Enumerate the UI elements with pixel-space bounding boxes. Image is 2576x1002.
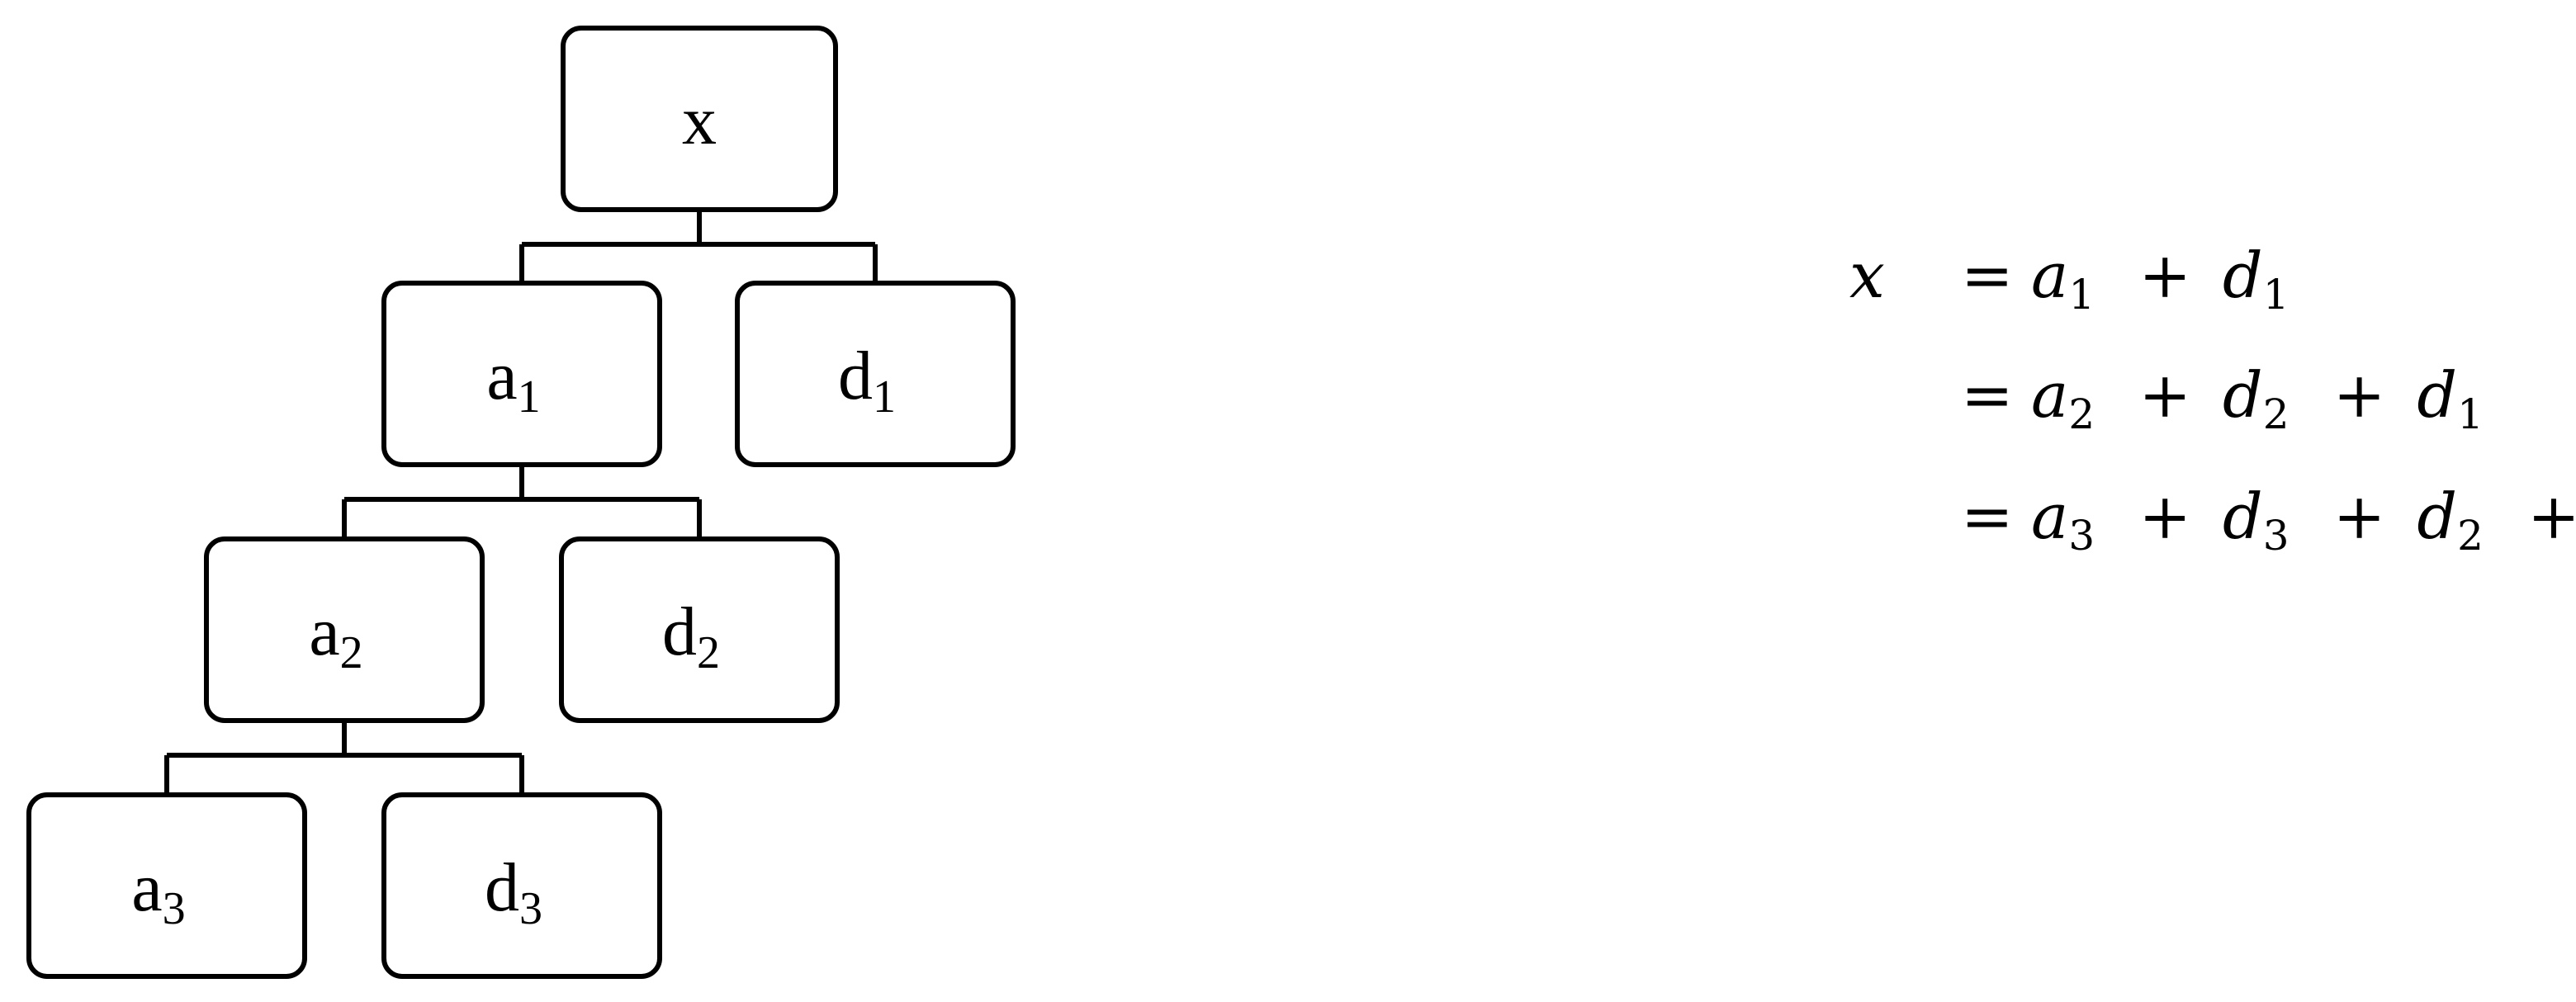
node-label-base: d — [485, 849, 519, 926]
equation-term-subscript: 2 — [2263, 390, 2290, 438]
tree-node-box — [381, 792, 662, 979]
tree-node-a1: a1 — [381, 281, 662, 467]
tree-node-label: d1 — [838, 338, 896, 423]
node-label-subscript: 3 — [519, 883, 542, 934]
tree-node-label: d3 — [485, 849, 542, 934]
tree-node-d1: d1 — [735, 281, 1016, 467]
node-label-subscript: 2 — [340, 627, 363, 678]
equation-term-subscript: 1 — [2457, 390, 2484, 438]
equation-term-base: d — [2223, 480, 2263, 553]
equation-term-subscript: 1 — [2068, 271, 2095, 319]
equation-line-1: a1 + d1 — [2031, 239, 2302, 319]
tree-node-box — [204, 536, 485, 723]
equation-term-base: a — [2031, 358, 2068, 432]
tree-edge-a2 — [164, 721, 524, 795]
node-label-base: a — [486, 338, 517, 414]
equation-plus-sign: + — [2302, 480, 2417, 553]
equation-equals-sign: = — [1961, 480, 2014, 553]
node-label-subscript: 1 — [873, 371, 896, 423]
equation-equals-sign: = — [1961, 239, 2014, 312]
tree-node-label: a1 — [486, 338, 540, 423]
tree-node-label: a2 — [309, 593, 362, 678]
tree-node-box — [381, 281, 662, 467]
equation-term-subscript: 2 — [2457, 512, 2484, 560]
tree-node-label: x — [682, 83, 717, 159]
equation-plus-sign: + — [2107, 239, 2223, 312]
equation-term-base: a — [2031, 239, 2068, 312]
equation-line-3: a3 + d3 + d2 + d1 — [2031, 480, 2576, 560]
equation-term-base: a — [2031, 480, 2068, 553]
equation-plus-sign: + — [2107, 358, 2223, 432]
node-label-base: x — [682, 83, 717, 159]
equation-baseline-reset — [2095, 483, 2107, 552]
equation-term-base: d — [2417, 480, 2457, 553]
equation-block: x=a1 + d1 =a2 + d2 + d1 =a3 + d3 + d2 + … — [1849, 239, 2576, 560]
node-label-base: a — [309, 593, 339, 670]
tree-node-a2: a2 — [204, 536, 485, 723]
equation-baseline-reset — [2095, 242, 2107, 311]
node-label-base: d — [838, 338, 873, 414]
tree-edge-a1 — [342, 465, 702, 539]
node-label-base: d — [662, 593, 697, 670]
tree-node-box — [561, 26, 838, 212]
tree-edges — [164, 210, 878, 795]
tree-node-x: x — [561, 26, 838, 212]
equation-term-base: d — [2223, 358, 2263, 432]
equation-term-subscript: 3 — [2068, 512, 2095, 560]
equation-equals-sign: = — [1961, 358, 2014, 432]
equation-line-2: a2 + d2 + d1 — [2031, 358, 2496, 438]
node-label-subscript: 1 — [518, 371, 541, 423]
equation-plus-sign: + — [2496, 480, 2576, 553]
equation-plus-sign: + — [2302, 358, 2417, 432]
equation-term-subscript: 3 — [2263, 512, 2290, 560]
equation-baseline-reset — [2290, 483, 2302, 552]
equation-term-subscript: 2 — [2068, 390, 2095, 438]
tree-node-d2: d2 — [559, 536, 840, 723]
equation-term-base: d — [2223, 239, 2263, 312]
equation-baseline-reset — [2290, 242, 2302, 311]
tree-node-label: a3 — [131, 849, 185, 934]
node-label-subscript: 2 — [697, 627, 720, 678]
equation-baseline-reset — [2095, 362, 2107, 431]
equation-term-base: d — [2417, 358, 2457, 432]
equation-term-subscript: 1 — [2263, 271, 2290, 319]
node-label-base: a — [131, 849, 162, 926]
tree-edge-x — [519, 210, 878, 283]
tree-node-box — [559, 536, 840, 723]
tree-node-d3: d3 — [381, 792, 662, 979]
equation-lhs: x — [1849, 239, 1885, 312]
tree-node-label: d2 — [662, 593, 720, 678]
tree-node-box — [26, 792, 307, 979]
equation-baseline-reset — [2290, 362, 2302, 431]
tree-node-a3: a3 — [26, 792, 307, 979]
equation-plus-sign: + — [2107, 480, 2223, 553]
equation-term-base: x — [1849, 239, 1885, 312]
equation-baseline-reset — [2484, 483, 2496, 552]
node-label-subscript: 3 — [163, 883, 186, 934]
tree-node-box — [735, 281, 1016, 467]
equation-baseline-reset — [2484, 362, 2496, 431]
